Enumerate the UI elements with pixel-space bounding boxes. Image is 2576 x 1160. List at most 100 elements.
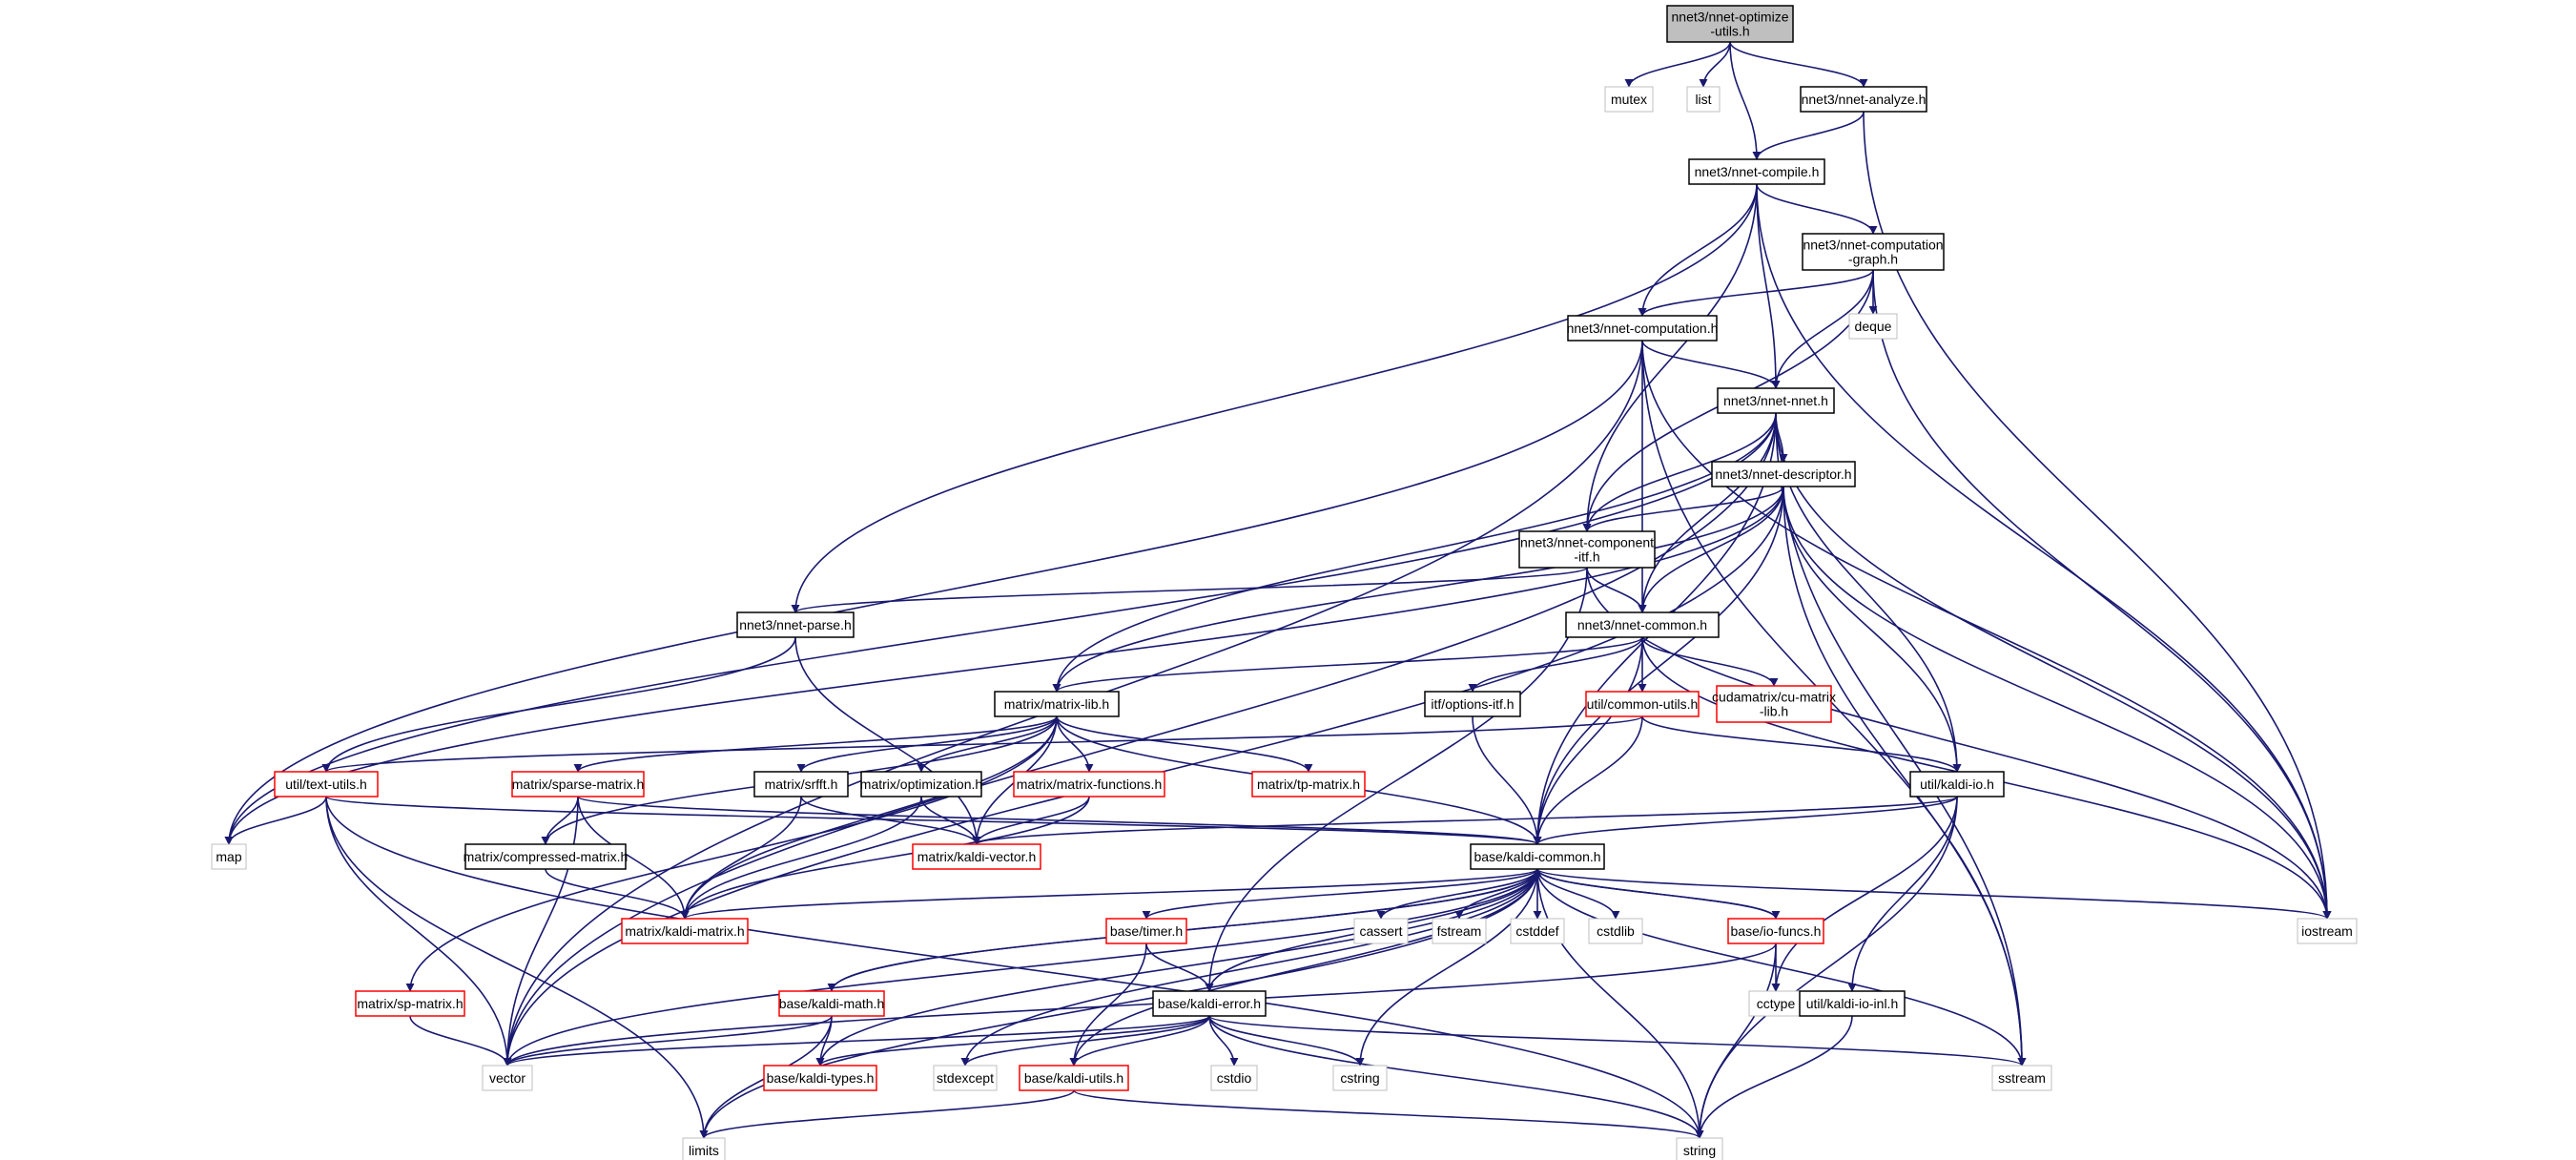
edge-nnet-to-iostream bbox=[1775, 412, 2332, 920]
node-box-cctype bbox=[1748, 990, 1803, 1017]
node-parse[interactable]: nnet3/nnet-parse.h bbox=[736, 611, 855, 638]
node-label-limits: limits bbox=[689, 1143, 719, 1158]
node-descriptor[interactable]: nnet3/nnet-descriptor.h bbox=[1711, 461, 1856, 487]
node-label-list: list bbox=[1695, 92, 1711, 107]
edge-common-to-kaldicommon bbox=[1533, 636, 1643, 845]
edge-kaldicommon-to-cstring bbox=[1355, 868, 1538, 1067]
node-cctype: cctype bbox=[1748, 990, 1803, 1017]
edge-kaldiio-to-kaldivector bbox=[972, 796, 1958, 845]
node-textutils[interactable]: util/text-utils.h bbox=[274, 771, 379, 798]
node-compressed[interactable]: matrix/compressed-matrix.h bbox=[464, 843, 629, 870]
edge-textutils-to-map bbox=[224, 796, 327, 845]
edge-srfft-to-kaldimatrix bbox=[680, 796, 802, 920]
edge-kaldierror-to-cstring bbox=[1208, 1015, 1365, 1067]
node-box-spmatrix bbox=[355, 990, 465, 1017]
node-box-srfft bbox=[753, 771, 849, 798]
node-compile[interactable]: nnet3/nnet-compile.h bbox=[1688, 158, 1825, 185]
node-kalditypes[interactable]: base/kaldi-types.h bbox=[763, 1065, 877, 1091]
node-label-vector: vector bbox=[489, 1070, 526, 1086]
node-box-tpmatrix bbox=[1251, 771, 1366, 798]
node-box-commonutils bbox=[1585, 691, 1700, 717]
node-label-cstdlib: cstdlib bbox=[1597, 923, 1635, 939]
node-cstring: cstring bbox=[1332, 1065, 1388, 1091]
edge-compile-to-parse bbox=[791, 183, 1758, 613]
node-nnet[interactable]: nnet3/nnet-nnet.h bbox=[1717, 387, 1835, 414]
node-kaldimatrix[interactable]: matrix/kaldi-matrix.h bbox=[621, 918, 749, 944]
node-box-compgraph bbox=[1802, 233, 1945, 271]
edge-analyze-to-compile bbox=[1752, 111, 1865, 160]
edge-optionsitf-to-kaldicommon bbox=[1472, 715, 1542, 845]
edge-matfunctions-to-kaldimatrix bbox=[680, 796, 1090, 920]
node-box-iofuncs bbox=[1727, 918, 1824, 944]
node-box-limits bbox=[682, 1137, 726, 1160]
node-root[interactable]: nnet3/nnet-optimize-utils.h bbox=[1666, 5, 1794, 43]
node-label-nnet: nnet3/nnet-nnet.h bbox=[1723, 393, 1828, 408]
node-tpmatrix[interactable]: matrix/tp-matrix.h bbox=[1251, 771, 1366, 798]
node-kaldiioinl[interactable]: util/kaldi-io-inl.h bbox=[1799, 990, 1906, 1017]
node-label-sparsematrix: matrix/sparse-matrix.h bbox=[512, 777, 644, 792]
node-vector: vector bbox=[482, 1065, 533, 1091]
node-kaldivector[interactable]: matrix/kaldi-vector.h bbox=[912, 843, 1041, 870]
node-spmatrix[interactable]: matrix/sp-matrix.h bbox=[355, 990, 465, 1017]
edge-kaldierror-to-cstdio bbox=[1208, 1015, 1239, 1067]
edge-parse-to-kaldivector bbox=[794, 636, 981, 845]
edge-computation-to-iostream bbox=[1641, 340, 2332, 920]
node-kaldiio[interactable]: util/kaldi-io.h bbox=[1909, 771, 2005, 798]
node-box-iostream bbox=[2297, 918, 2358, 944]
node-label-root: -utils.h bbox=[1710, 24, 1749, 39]
edge-commonutils-to-kaldiio bbox=[1641, 715, 1962, 773]
node-label-deque: deque bbox=[1855, 319, 1892, 334]
node-kaldiutils[interactable]: base/kaldi-utils.h bbox=[1019, 1065, 1129, 1091]
node-label-matrixlib: matrix/matrix-lib.h bbox=[1004, 696, 1109, 712]
edge-root-to-analyze bbox=[1729, 41, 1868, 88]
edge-kaldiioinl-to-string bbox=[1695, 1015, 1853, 1139]
node-common[interactable]: nnet3/nnet-common.h bbox=[1565, 611, 1720, 638]
node-box-kaldiio bbox=[1909, 771, 2005, 798]
node-map: map bbox=[211, 843, 247, 870]
node-sparsematrix[interactable]: matrix/sparse-matrix.h bbox=[511, 771, 645, 798]
node-label-map: map bbox=[216, 849, 241, 864]
edge-compgraph-to-nnet bbox=[1771, 269, 1874, 389]
node-label-kalditypes: base/kaldi-types.h bbox=[767, 1070, 875, 1086]
node-cumatrixlib[interactable]: cudamatrix/cu-matrix-lib.h bbox=[1712, 685, 1836, 723]
node-compgraph[interactable]: nnet3/nnet-computation-graph.h bbox=[1802, 233, 1945, 271]
node-label-optimization: matrix/optimization.h bbox=[860, 777, 982, 792]
node-optimization[interactable]: matrix/optimization.h bbox=[860, 771, 982, 798]
node-label-iostream: iostream bbox=[2301, 923, 2353, 939]
edge-nnet-to-common bbox=[1638, 412, 1777, 613]
node-iostream: iostream bbox=[2297, 918, 2358, 944]
node-timer[interactable]: base/timer.h bbox=[1105, 918, 1187, 944]
node-kaldicommon[interactable]: base/kaldi-common.h bbox=[1470, 843, 1605, 870]
node-kaldierror[interactable]: base/kaldi-error.h bbox=[1152, 990, 1267, 1017]
node-iofuncs[interactable]: base/io-funcs.h bbox=[1727, 918, 1824, 944]
edge-descriptor-to-kaldiio bbox=[1783, 486, 1962, 773]
node-computation[interactable]: nnet3/nnet-computation.h bbox=[1567, 315, 1719, 342]
edge-iofuncs-to-string bbox=[1695, 942, 1777, 1139]
node-label-cstddef: cstddef bbox=[1515, 923, 1558, 939]
node-kaldimath[interactable]: base/kaldi-math.h bbox=[778, 990, 885, 1017]
edge-matrixlib-to-srfft bbox=[796, 715, 1058, 773]
node-matfunctions[interactable]: matrix/matrix-functions.h bbox=[1013, 771, 1165, 798]
node-analyze[interactable]: nnet3/nnet-analyze.h bbox=[1800, 86, 1927, 113]
edge-kaldicommon-to-string bbox=[1536, 868, 1704, 1139]
edge-compile-to-compgraph bbox=[1756, 183, 1878, 235]
edge-descriptor-to-sstream bbox=[1783, 486, 2027, 1067]
node-srfft[interactable]: matrix/srfft.h bbox=[753, 771, 849, 798]
edge-kaldimath-to-vector bbox=[503, 1015, 833, 1067]
node-optionsitf[interactable]: itf/options-itf.h bbox=[1424, 691, 1521, 717]
edge-kaldicommon-to-stdexcept bbox=[960, 868, 1538, 1067]
edge-layer bbox=[224, 41, 2332, 1139]
edge-descriptor-to-compitf bbox=[1582, 486, 1784, 532]
node-box-root bbox=[1666, 5, 1794, 43]
edge-textutils-to-string bbox=[325, 796, 1704, 1139]
node-label-cctype: cctype bbox=[1757, 996, 1796, 1011]
node-box-mutex bbox=[1604, 86, 1654, 113]
node-label-mutex: mutex bbox=[1611, 92, 1647, 107]
node-commonutils[interactable]: util/common-utils.h bbox=[1585, 691, 1700, 717]
edge-timer-to-kaldiutils bbox=[1069, 942, 1147, 1067]
node-compitf[interactable]: nnet3/nnet-component-itf.h bbox=[1518, 530, 1656, 569]
edge-analyze-to-iostream bbox=[1863, 111, 2332, 920]
node-label-kaldicommon: base/kaldi-common.h bbox=[1473, 849, 1600, 864]
node-matrixlib[interactable]: matrix/matrix-lib.h bbox=[994, 691, 1120, 717]
edge-sparsematrix-to-compressed bbox=[541, 796, 579, 845]
